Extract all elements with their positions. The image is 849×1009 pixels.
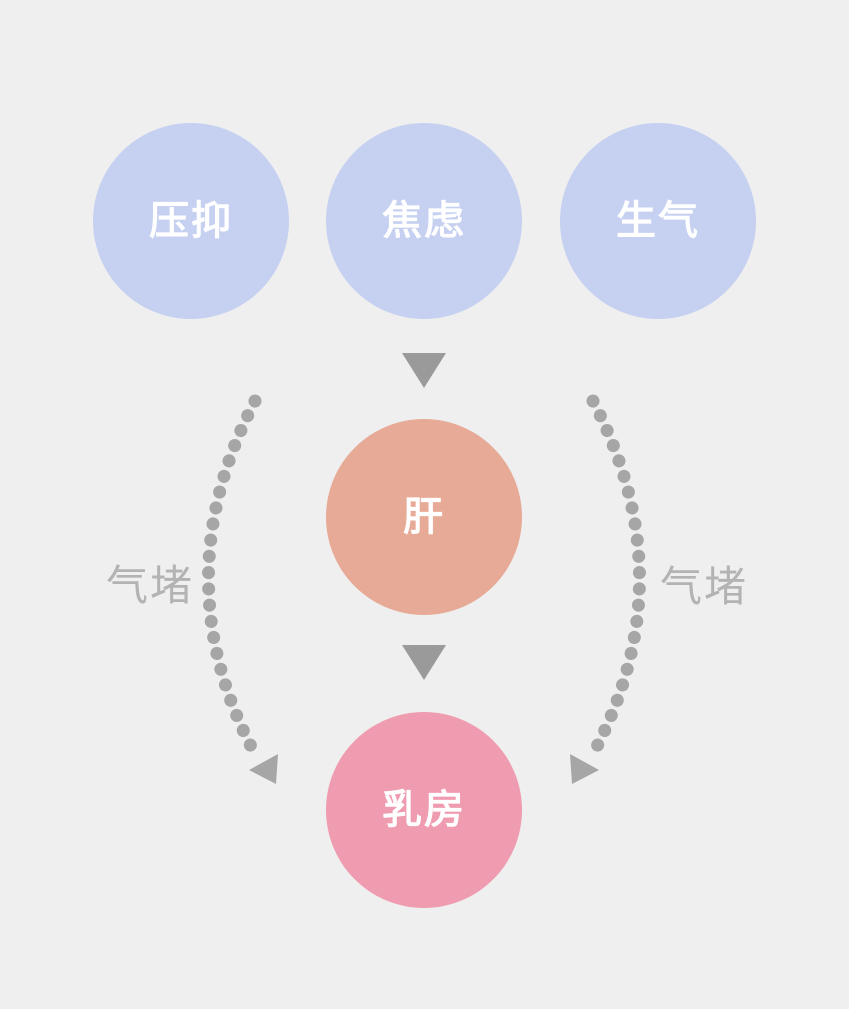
qi-block-label-right: 气堵 xyxy=(660,562,749,611)
organ-node-label: 肝 xyxy=(403,494,445,540)
target-node-label: 乳房 xyxy=(382,787,466,833)
emotion-node-repression: 压抑 xyxy=(93,123,289,319)
arc-arrowhead-left-icon xyxy=(249,754,278,784)
emotion-node-label: 焦虑 xyxy=(382,198,466,244)
down-arrow-icon xyxy=(402,353,446,388)
organ-node-liver: 肝 xyxy=(326,419,522,615)
arc-arrowhead-right-icon xyxy=(570,754,599,784)
target-node-breast: 乳房 xyxy=(326,712,522,908)
emotion-node-label: 生气 xyxy=(616,198,700,244)
qi-block-label-left: 气堵 xyxy=(106,561,195,610)
emotion-node-anger: 生气 xyxy=(560,123,756,319)
dotted-arc-right xyxy=(586,394,646,761)
down-arrow-icon xyxy=(402,645,446,680)
emotion-node-anxiety: 焦虑 xyxy=(326,123,522,319)
dotted-arc-left xyxy=(202,394,262,761)
emotion-node-label: 压抑 xyxy=(149,198,233,244)
